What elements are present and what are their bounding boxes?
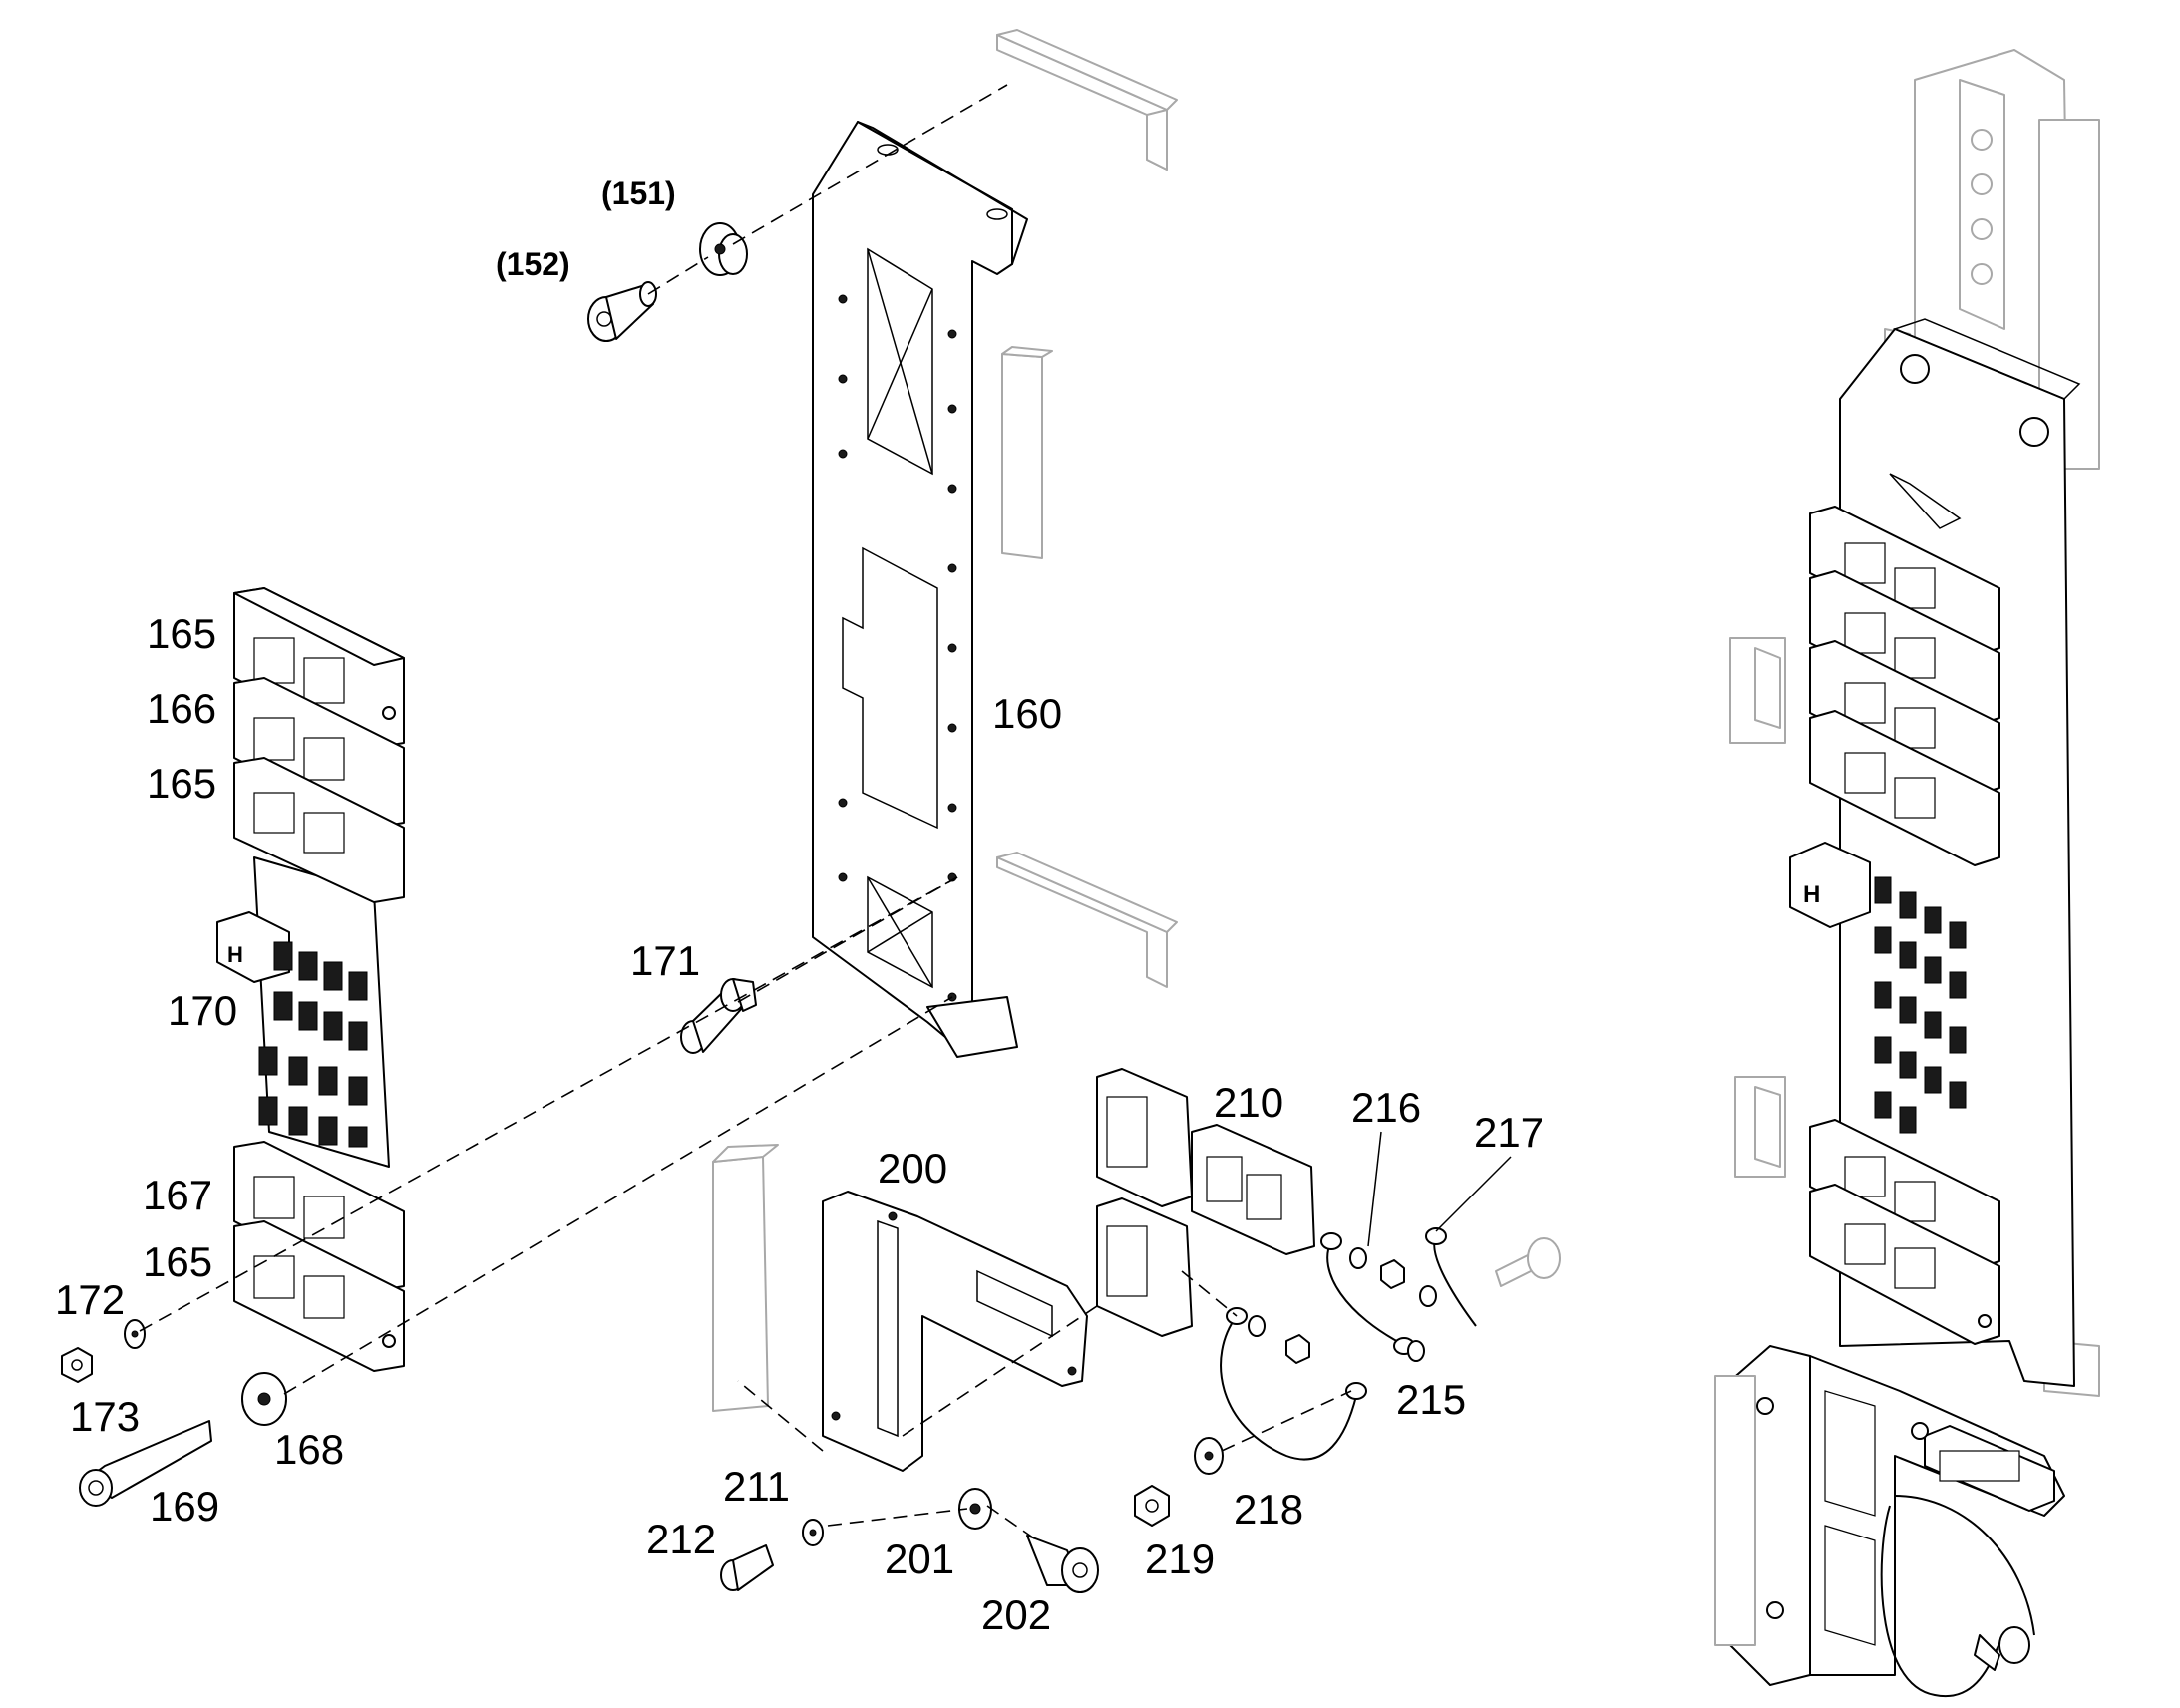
washer-151 [699, 222, 748, 276]
callout-201: 201 [885, 1536, 954, 1582]
callout-217: 217 [1474, 1109, 1544, 1156]
callout-152: (152) [496, 246, 570, 282]
assembled-lower-connectors [1809, 1119, 2000, 1345]
connector-module-166 [233, 677, 405, 829]
ground-cable-216 [1320, 1232, 1415, 1355]
callout-167: 167 [143, 1172, 212, 1218]
assembled-view: H [1714, 49, 2100, 1698]
leader-lines [1367, 1131, 1512, 1247]
spacer-171 [680, 978, 757, 1054]
washer-218 [1194, 1437, 1224, 1475]
callout-216: 216 [1351, 1084, 1421, 1131]
ground-stud [1495, 1237, 1561, 1287]
screw-212 [720, 1544, 774, 1591]
callout-218: 218 [1234, 1486, 1303, 1533]
callout-165-bottom: 165 [143, 1238, 212, 1285]
callout-202: 202 [981, 1591, 1051, 1638]
connector-module-165-top [233, 587, 405, 749]
connector-module-165-bottom [233, 1220, 405, 1372]
assembled-fuse-area [1874, 876, 1967, 1134]
callout-151: (151) [601, 175, 676, 211]
callout-168: 168 [274, 1426, 344, 1473]
svg-text:H: H [227, 942, 243, 967]
svg-text:H: H [1803, 881, 1820, 908]
relay-box-170: H [216, 911, 290, 983]
callout-215: 215 [1396, 1376, 1466, 1423]
fuse-array [258, 941, 368, 1148]
callout-211: 211 [723, 1463, 790, 1510]
callout-172: 172 [55, 1276, 125, 1323]
ghost-side-relays [1729, 637, 1786, 1178]
callout-165-second: 165 [147, 760, 216, 807]
washer-172 [124, 1319, 146, 1349]
callout-200: 200 [878, 1145, 947, 1192]
ground-nuts [1248, 1247, 1437, 1364]
mounting-plate-160 [812, 121, 1028, 1058]
assembled-connector-stack [1809, 506, 2000, 866]
callout-labels: (151) (152) 160 165 166 165 170 171 167 … [55, 175, 1544, 1638]
nut-219 [1134, 1485, 1170, 1527]
screw-202 [1026, 1535, 1099, 1593]
bracket-200 [822, 1191, 1088, 1472]
ghost-spacer-bracket [712, 1144, 779, 1412]
connector-module-165-second [233, 757, 405, 903]
ghost-spacer-middle [1001, 346, 1053, 559]
assembly-lines [139, 84, 1352, 1541]
callout-169: 169 [150, 1483, 219, 1530]
cable-217 [1425, 1227, 1477, 1327]
ground-cable-215 [1220, 1307, 1367, 1461]
callout-219: 219 [1145, 1536, 1215, 1582]
connector-module-167 [233, 1141, 405, 1292]
washer-168 [241, 1372, 287, 1426]
assembled-relay-box: H [1789, 842, 1871, 928]
callout-165-top: 165 [147, 610, 216, 657]
washer-211 [802, 1519, 824, 1546]
relay-board-assembly: H [216, 587, 405, 1372]
callout-166: 166 [147, 685, 216, 732]
callout-210: 210 [1214, 1079, 1283, 1126]
callout-171: 171 [630, 937, 700, 984]
bolt-169 [79, 1420, 212, 1507]
nut-173 [61, 1347, 93, 1383]
ghost-spacer-top [996, 29, 1178, 171]
callout-170: 170 [168, 987, 237, 1034]
assembled-bracket-ecu [1714, 1345, 2065, 1698]
screw-152 [587, 281, 657, 342]
ecu-connector-210 [1096, 1068, 1315, 1337]
callout-173: 173 [70, 1393, 140, 1440]
callout-160: 160 [992, 690, 1062, 737]
ghost-spacer-lower [996, 852, 1178, 988]
callout-212: 212 [646, 1516, 716, 1562]
